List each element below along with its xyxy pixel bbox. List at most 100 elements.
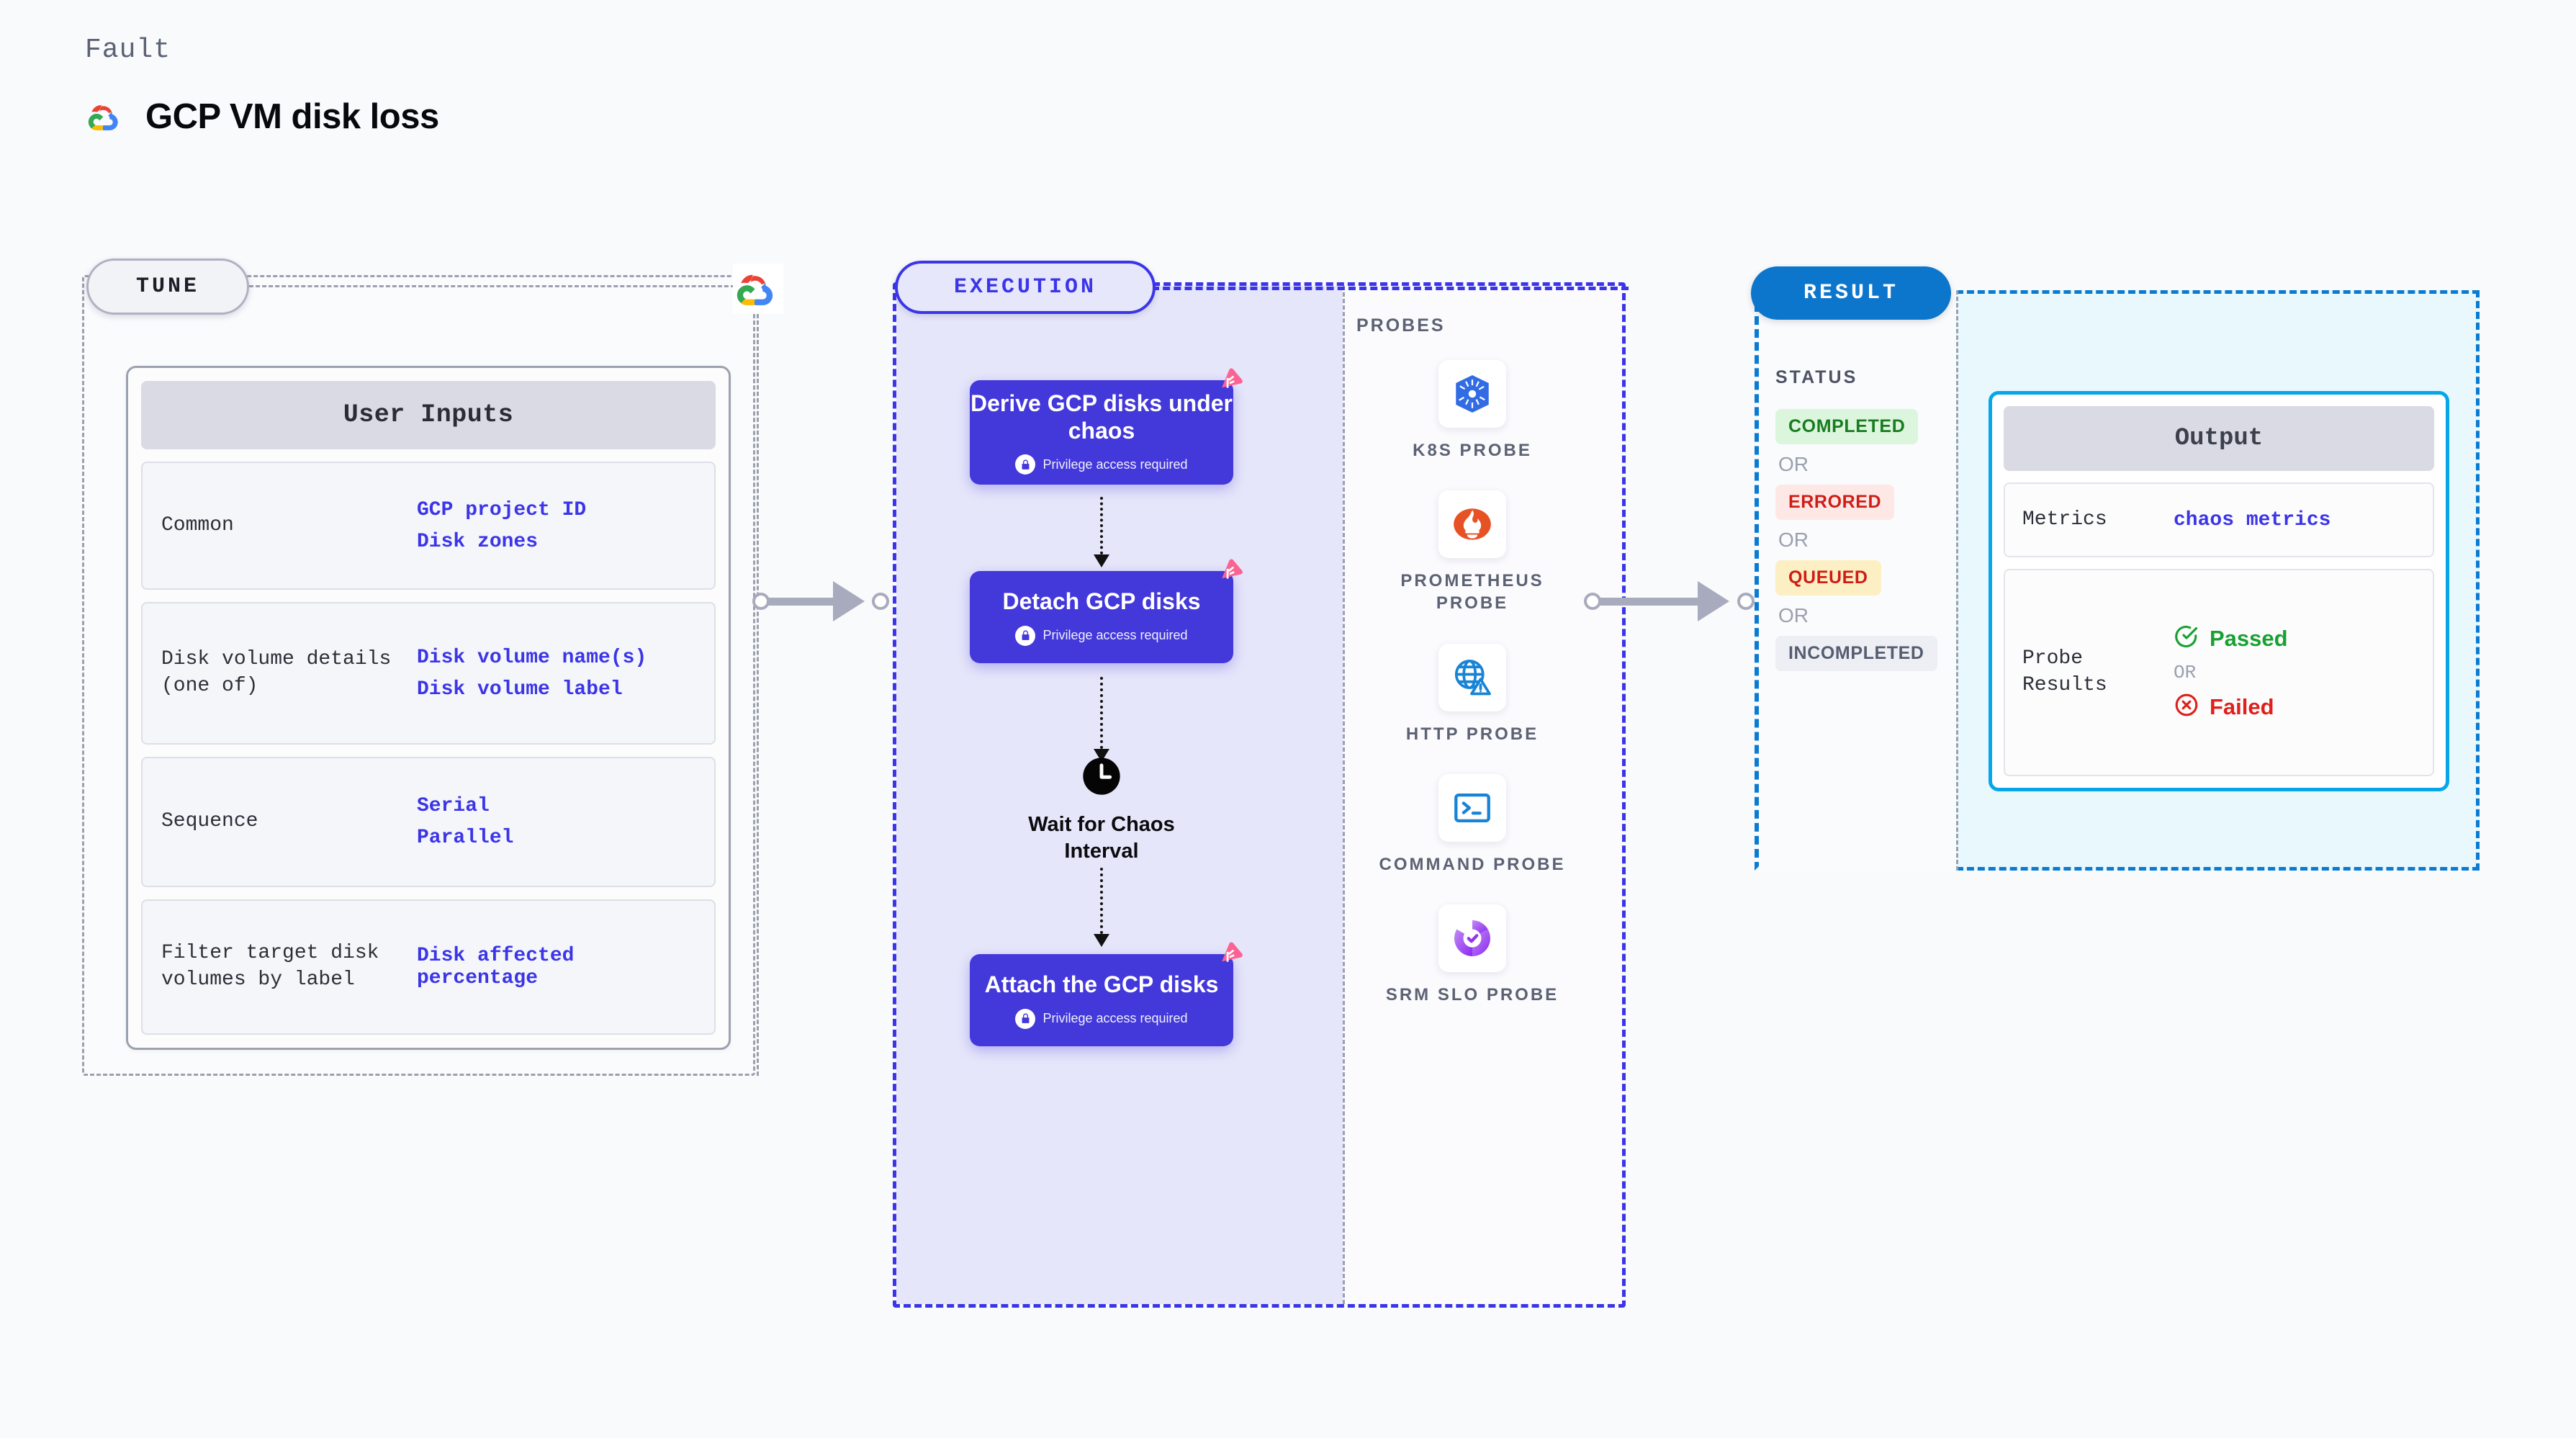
x-circle-icon: [2174, 692, 2199, 722]
status-badge-errored[interactable]: ERRORED: [1775, 485, 1895, 520]
user-input-value[interactable]: GCP project ID: [417, 498, 587, 521]
user-input-value[interactable]: Disk affected percentage: [417, 944, 575, 989]
result-pill-label[interactable]: RESULT: [1751, 266, 1951, 320]
privilege-notice: Privilege access required: [1015, 454, 1188, 475]
tune-pill-label[interactable]: TUNE: [86, 259, 249, 315]
output-row-values: chaos metrics: [2174, 509, 2330, 531]
probe-label: COMMAND PROBE: [1379, 854, 1566, 874]
execution-probes-divider: [1343, 286, 1345, 1304]
page-header: Fault GCP VM disk loss: [85, 35, 439, 138]
status-or-label: OR: [1778, 453, 1809, 475]
probe-result-failed: Failed: [2174, 692, 2288, 722]
status-badge-queued[interactable]: QUEUED: [1775, 560, 1881, 596]
status-or-label: OR: [1778, 529, 1809, 551]
flow-node-detach-gcp-disks[interactable]: Detach GCP disks Privilege access requir…: [970, 559, 1243, 663]
privilege-text: Privilege access required: [1042, 1011, 1188, 1026]
connector-execution-to-result: [1584, 580, 1757, 623]
output-row-values: Passed OR Failed: [2174, 624, 2288, 722]
wait-node-label: Wait for Chaos Interval: [1028, 813, 1175, 863]
status-section-label: STATUS: [1775, 367, 1858, 387]
probe-item-command[interactable]: COMMAND PROBE: [1379, 773, 1566, 876]
terminal-icon: [1438, 773, 1506, 842]
output-card-title: Output: [2004, 406, 2434, 471]
output-card: Output Metrics chaos metrics Probe Resul…: [1989, 391, 2449, 791]
kubernetes-icon: [1438, 360, 1506, 428]
privilege-text: Privilege access required: [1042, 628, 1188, 643]
output-row-key: Probe Results: [2022, 647, 2107, 696]
clock-icon: [1081, 756, 1122, 800]
passed-label: Passed: [2210, 625, 2288, 651]
connector-end-dot: [872, 593, 889, 610]
status-badge-incompleted[interactable]: INCOMPLETED: [1775, 636, 1937, 671]
flow-node-title: Attach the GCP disks: [984, 971, 1219, 998]
connector-line: [767, 598, 857, 606]
check-circle-icon: [2174, 624, 2199, 653]
user-input-row[interactable]: Sequence Serial Parallel: [141, 757, 716, 887]
result-status-divider: [1956, 290, 1958, 871]
probe-result-passed: Passed: [2174, 624, 2288, 653]
flow-node-title: Detach GCP disks: [1002, 588, 1201, 615]
connector-arrowhead: [833, 581, 865, 621]
output-row-probe-results[interactable]: Probe Results Passed OR: [2004, 569, 2434, 776]
litmus-chaos-badge-icon: [1213, 366, 1245, 401]
probe-label: HTTP PROBE: [1405, 724, 1539, 744]
user-input-values: Serial Parallel: [417, 795, 513, 849]
user-input-value[interactable]: Disk volume name(s): [417, 646, 647, 669]
failed-label: Failed: [2210, 693, 2274, 719]
privilege-notice: Privilege access required: [1015, 625, 1188, 646]
litmus-chaos-badge-icon: [1213, 940, 1245, 975]
privilege-text: Privilege access required: [1042, 457, 1188, 472]
probe-item-http[interactable]: HTTP PROBE: [1379, 643, 1566, 745]
user-inputs-title: User Inputs: [141, 381, 716, 449]
probe-label: PROMETHEUS PROBE: [1400, 571, 1544, 614]
user-input-values: Disk affected percentage: [417, 945, 695, 989]
user-input-value[interactable]: Disk volume label: [417, 678, 623, 701]
probe-label: K8S PROBE: [1413, 441, 1532, 460]
lock-icon: [1015, 454, 1036, 475]
probes-list: K8S PROBE PROMETHEUS PROBE HTTP PROBE: [1372, 360, 1573, 1006]
user-input-value[interactable]: Parallel: [417, 827, 514, 850]
user-input-key: Sequence: [161, 810, 258, 833]
connector-line: [1598, 598, 1722, 606]
lock-icon: [1015, 625, 1036, 646]
flow-node-derive-gcp-disks[interactable]: Derive GCP disks under chaos Privilege a…: [970, 368, 1243, 485]
user-input-row[interactable]: Common GCP project ID Disk zones: [141, 461, 716, 590]
connector-tune-to-execution: [752, 580, 889, 623]
connector-end-dot: [1737, 593, 1755, 610]
user-input-row[interactable]: Disk volume details (one of) Disk volume…: [141, 602, 716, 745]
title-row: GCP VM disk loss: [85, 96, 439, 138]
execution-pill-label[interactable]: EXECUTION: [895, 261, 1156, 314]
user-input-key: Common: [161, 513, 234, 536]
probe-item-srm-slo[interactable]: SRM SLO PROBE: [1379, 904, 1566, 1006]
user-inputs-card: User Inputs Common GCP project ID Disk z…: [126, 366, 731, 1050]
output-row-metrics[interactable]: Metrics chaos metrics: [2004, 482, 2434, 557]
gcp-cloud-icon: [733, 264, 783, 314]
flow-node-attach-gcp-disks[interactable]: Attach the GCP disks Privilege access re…: [970, 942, 1243, 1046]
srm-slo-icon: [1438, 904, 1506, 972]
probe-item-prometheus[interactable]: PROMETHEUS PROBE: [1379, 490, 1566, 614]
probes-section-label: PROBES: [1356, 315, 1446, 336]
user-input-values: GCP project ID Disk zones: [417, 499, 586, 553]
flow-node-title: Derive GCP disks under chaos: [970, 390, 1233, 444]
user-input-value[interactable]: Serial: [417, 795, 490, 818]
flow-arrow: [1094, 497, 1109, 567]
gcp-cloud-icon: [85, 96, 127, 138]
litmus-chaos-badge-icon: [1213, 557, 1245, 592]
flow-node-wait-for-chaos-interval[interactable]: Wait for Chaos Interval: [1008, 756, 1195, 864]
user-input-row[interactable]: Filter target disk volumes by label Disk…: [141, 899, 716, 1035]
user-input-value[interactable]: Disk zones: [417, 530, 539, 553]
user-input-key: Filter target disk volumes by label: [161, 941, 379, 991]
probe-item-k8s[interactable]: K8S PROBE: [1379, 360, 1566, 462]
fault-eyebrow-label: Fault: [85, 35, 171, 66]
connector-arrowhead: [1698, 581, 1729, 621]
status-or-label: OR: [1778, 604, 1809, 626]
output-row-key: Metrics: [2022, 508, 2107, 531]
privilege-notice: Privilege access required: [1015, 1008, 1188, 1029]
status-badge-completed[interactable]: COMPLETED: [1775, 409, 1919, 444]
tune-vertical-dashed-line: [757, 314, 759, 1076]
user-input-values: Disk volume name(s) Disk volume label: [417, 647, 647, 701]
metrics-value[interactable]: chaos metrics: [2174, 508, 2331, 531]
lock-icon: [1015, 1008, 1036, 1029]
globe-warning-icon: [1438, 643, 1506, 711]
page-title: GCP VM disk loss: [145, 97, 439, 136]
